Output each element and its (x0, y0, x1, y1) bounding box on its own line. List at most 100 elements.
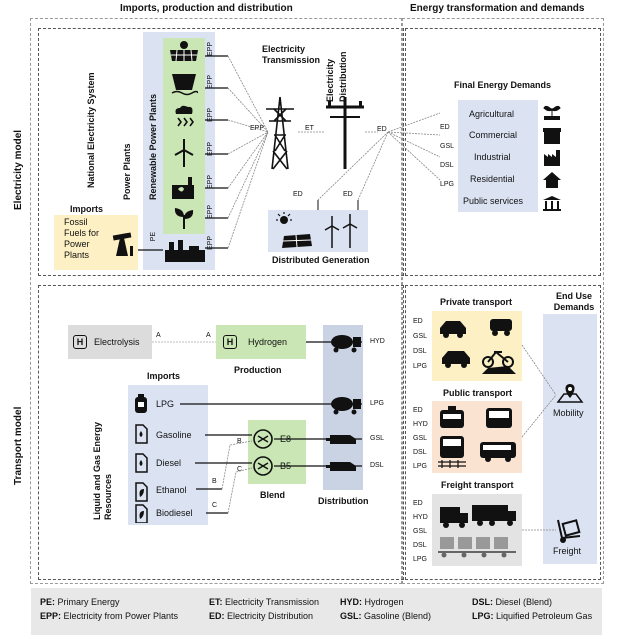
private-fuel-ed: ED (413, 318, 423, 325)
demand-fuel-lpg: LPG (440, 181, 455, 188)
c-label-1: C (237, 466, 243, 473)
transmission-label: Electricity Transmission (262, 44, 321, 65)
dist-out-hyd: HYD (370, 338, 385, 345)
fuel-gasoline: Gasoline (156, 430, 192, 440)
epp-to-tower-label: EPP (250, 125, 265, 132)
private-fuel-lpg: LPG (413, 363, 428, 370)
b-label-1: B (237, 438, 242, 445)
legend (31, 588, 602, 635)
freight-label: Freight (553, 546, 582, 556)
header-left: Imports, production and distribution (120, 3, 293, 14)
oil-pump-icon (112, 232, 133, 256)
et-label: ET (305, 125, 314, 132)
distribution-pole-icon (326, 97, 364, 169)
electrolysis-label: Electrolysis (94, 337, 140, 347)
electrolysis-box (68, 325, 152, 359)
legend-gsl: GSL: Gasoline (Blend) (340, 611, 432, 621)
fuel-icons (135, 394, 148, 523)
demand-public-services: Public services (463, 196, 524, 206)
map-pin-icon (556, 384, 584, 403)
frame-transport-left (38, 285, 404, 580)
frame-electricity-left (38, 28, 404, 276)
demand-industrial: Industrial (474, 152, 511, 162)
geothermal-icon (175, 105, 194, 127)
public-transport-title: Public transport (443, 388, 513, 398)
h-badge-electrolysis: H (73, 335, 87, 349)
distribution-label: Distribution (318, 496, 369, 506)
hand-truck-icon (557, 519, 581, 543)
plant-icon (174, 208, 194, 229)
transport-imports-title: Imports (147, 371, 181, 381)
blend-mixer-icons (253, 429, 273, 476)
dist-out-gsl: GSL (370, 435, 385, 442)
frame-electricity-right (405, 28, 601, 276)
hydrogen-box (216, 325, 306, 359)
transmission-tower-icon (266, 96, 294, 170)
a-label-2: A (206, 332, 211, 339)
public-fuel-dsl: DSL (413, 449, 427, 456)
private-vehicle-icons (440, 319, 516, 374)
demand-fuel-dsl: DSL (440, 162, 454, 169)
solar-panel-icon (170, 41, 198, 62)
dist-out-dsl: DSL (370, 462, 384, 469)
demand-residential: Residential (470, 174, 515, 184)
fuel-biodiesel: Biodiesel (156, 508, 193, 518)
distribution-vehicle-icons (326, 335, 361, 471)
frame-transport-right (405, 285, 601, 580)
ed-label-dg2: ED (343, 191, 353, 198)
production-label: Production (234, 365, 282, 375)
dam-icon (171, 74, 198, 96)
freight-fuel-ed: ED (413, 500, 423, 507)
public-fuel-ed: ED (413, 407, 423, 414)
legend-pe: PE: Primary Energy (40, 597, 120, 607)
final-demands-box (458, 100, 538, 212)
header-right: Energy transformation and demands (410, 3, 585, 14)
renewable-plants-box (163, 38, 205, 234)
electricity-imports-title: Imports (70, 204, 104, 214)
freight-fuel-dsl: DSL (413, 542, 427, 549)
demand-icons (543, 105, 561, 211)
public-fuel-gsl: GSL (413, 435, 428, 442)
public-fuel-hyd: HYD (413, 421, 428, 428)
demand-commercial: Commercial (469, 130, 518, 140)
public-vehicle-icons (438, 406, 516, 468)
legend-lpg: LPG: Liquified Petroleum Gas (472, 611, 593, 621)
ed-label-dist: ED (377, 126, 387, 133)
freight-vehicle-icons (438, 505, 516, 558)
final-demands-title: Final Energy Demands (454, 80, 552, 90)
demand-fuel-gsl: GSL (440, 143, 455, 150)
dist-out-lpg: LPG (370, 400, 385, 407)
freight-fuel-hyd: HYD (413, 514, 428, 521)
legend-hyd: HYD: Hydrogen (340, 597, 404, 607)
a-label-1: A (156, 332, 161, 339)
demand-agricultural: Agricultural (469, 109, 515, 119)
fuel-lpg: LPG (156, 399, 175, 409)
private-fuel-dsl: DSL (413, 348, 427, 355)
thermal-plant-icon (165, 240, 205, 262)
private-fuel-gsl: GSL (413, 333, 428, 340)
h-badge-hydrogen: H (223, 335, 237, 349)
b-label-2: B (212, 478, 217, 485)
freight-fuel-lpg: LPG (413, 556, 428, 563)
ed-label-dg1: ED (293, 191, 303, 198)
end-use-title: End Use Demands (553, 291, 595, 312)
frame-column-left (30, 18, 402, 584)
distributed-generation-icons (276, 212, 358, 248)
hydrogen-label: Hydrogen (248, 337, 288, 347)
private-transport-title: Private transport (440, 297, 513, 307)
legend-ed: ED: Electricity Distribution (209, 611, 314, 621)
fuel-diesel: Diesel (156, 458, 182, 468)
blend-label: Blend (260, 490, 286, 500)
legend-epp: EPP: Electricity from Power Plants (40, 611, 179, 621)
c-label-2: C (212, 502, 218, 509)
distributed-generation-label: Distributed Generation (272, 255, 370, 265)
freight-transport-title: Freight transport (441, 480, 514, 490)
demand-fuel-ed: ED (440, 124, 450, 131)
mobility-label: Mobility (553, 408, 584, 418)
freight-fuel-gsl: GSL (413, 528, 428, 535)
fuel-ethanol: Ethanol (156, 485, 187, 495)
legend-dsl: DSL: Diesel (Blend) (472, 597, 553, 607)
